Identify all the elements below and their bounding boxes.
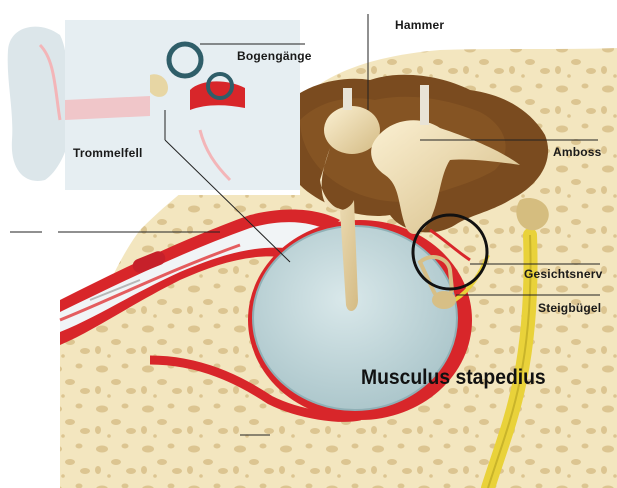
label-hammer: Hammer bbox=[395, 18, 444, 32]
label-bogengaenge: Bogengänge bbox=[237, 49, 312, 63]
label-gesichtsnerv: Gesichtsnerv bbox=[524, 267, 602, 281]
label-musculus-stapedius: Musculus stapedius bbox=[361, 366, 546, 390]
inset-ear bbox=[0, 0, 300, 195]
label-trommelfell: Trommelfell bbox=[73, 146, 143, 160]
label-amboss: Amboss bbox=[553, 145, 602, 159]
label-steigbuegel: Steigbügel bbox=[538, 301, 601, 315]
